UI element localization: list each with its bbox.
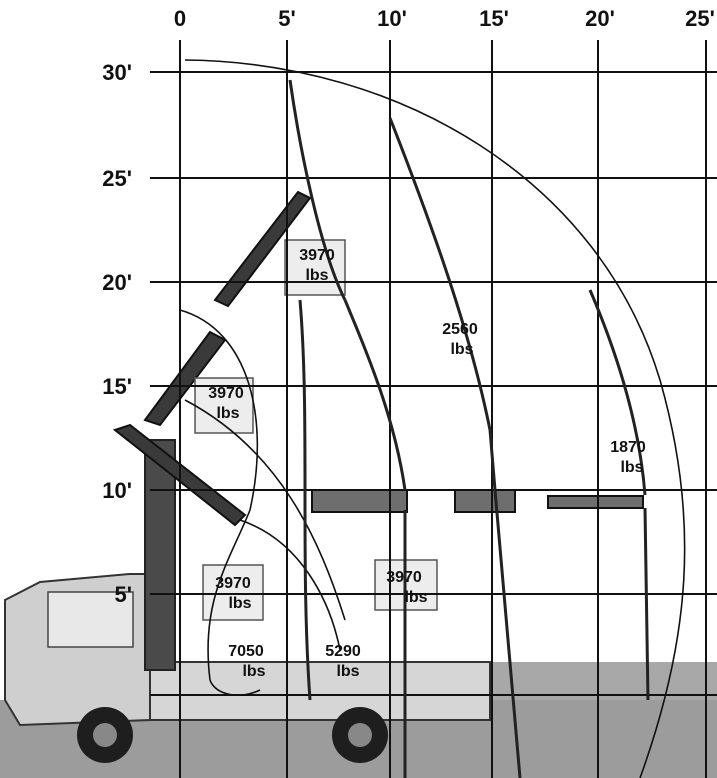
load-boxes [194,239,438,621]
load-value: 3970 [386,569,422,586]
load-value: 1870 [610,439,646,456]
boom-trajectories [288,79,650,778]
truck-window [47,591,134,648]
x-axis-ticks: 0 5' 10' 15' 20' 25' [174,6,715,31]
boom-horizontal-20ft [547,495,644,509]
boom-positions [112,190,644,527]
crane-mast [144,439,176,671]
load-value: 5290 [325,643,361,660]
max-reach-curve [184,59,686,778]
load-unit: lbs [620,459,643,476]
trajectory [588,289,647,496]
load-unit: lbs [305,267,328,284]
load-unit: lbs [336,663,359,680]
boom-horizontal-15ft [454,489,516,513]
truck [4,439,491,763]
x-tick: 10' [377,6,407,31]
y-tick: 10' [102,478,132,503]
y-tick: 25' [102,166,132,191]
reach-curves [179,59,686,778]
load-unit: lbs [404,589,427,606]
trajectory [343,299,407,491]
load-box [194,377,254,434]
trajectory [493,489,522,778]
inner-reach-curve [179,309,261,696]
load-unit: lbs [228,595,251,612]
load-value: 2560 [442,321,478,338]
grid [150,40,717,778]
truck-flatbed [149,661,491,721]
x-tick: 20' [585,6,615,31]
load-value: 3970 [215,575,251,592]
load-unit: lbs [242,663,265,680]
x-tick: 0 [174,6,186,31]
trajectory [288,79,347,301]
load-value: 3970 [208,385,244,402]
load-box [202,564,264,621]
y-axis-ticks: 30' 25' 20' 15' 10' 5' [102,60,132,607]
reach-curve-5290 [184,399,346,621]
x-tick: 15' [479,6,509,31]
truck-rear-hub [348,723,372,747]
load-value: 3970 [299,247,335,264]
load-box [284,239,346,296]
y-tick: 5' [115,582,132,607]
load-value: 7050 [228,643,264,660]
load-unit: lbs [216,405,239,422]
x-tick: 25' [685,6,715,31]
truck-front-hub [93,723,117,747]
y-tick: 15' [102,374,132,399]
load-labels: 3970 lbs 2560 lbs 3970 lbs 1870 lbs 3970… [208,247,646,680]
y-tick: 20' [102,270,132,295]
boom-horizontal-10ft [311,489,408,513]
x-tick: 5' [278,6,295,31]
trajectory [298,299,312,701]
load-unit: lbs [450,341,473,358]
reach-curve-7050 [239,519,341,651]
trajectory [388,117,497,491]
y-tick: 30' [102,60,132,85]
trajectory [643,507,650,701]
